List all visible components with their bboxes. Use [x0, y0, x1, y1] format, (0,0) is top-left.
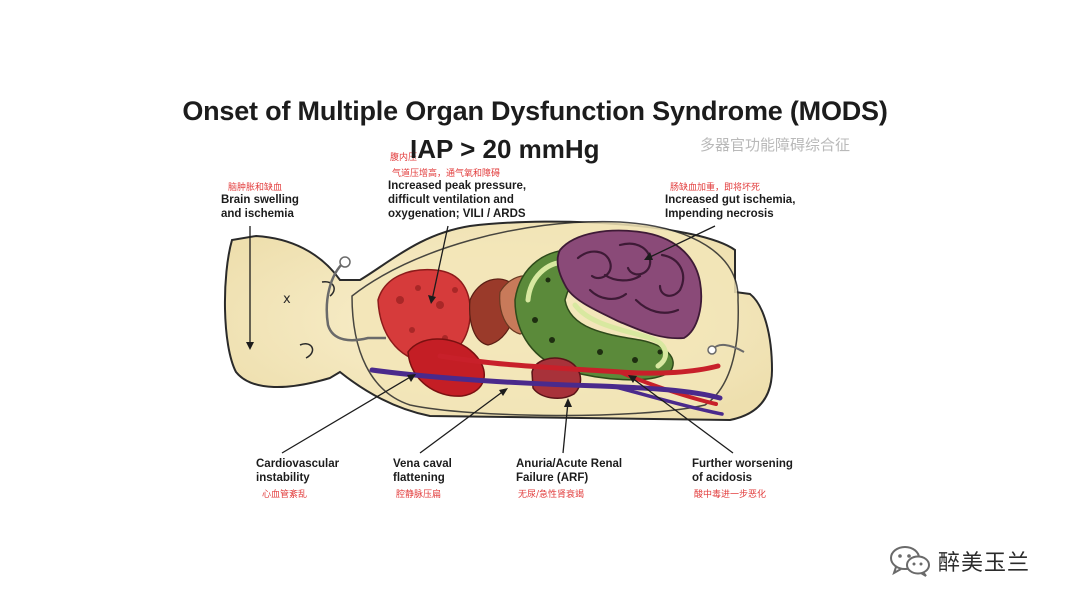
- vena-label-cn: 腔静脉压扁: [396, 490, 442, 500]
- nose: [321, 281, 335, 297]
- vena-cava-branch: [610, 384, 724, 416]
- colon-spots: [532, 277, 663, 363]
- subtitle-cn: 腹内压: [390, 153, 418, 163]
- ear: [299, 343, 314, 359]
- aorta: [437, 353, 721, 376]
- brain-label-cn: 脑肿胀和缺血: [228, 183, 283, 193]
- brand-name: 醉美玉兰: [938, 551, 1031, 576]
- cardio-label-cn: 心血管紊乱: [262, 490, 308, 500]
- gut-label-cn: 肠缺血加重，即将坏死: [670, 183, 761, 193]
- renal-label: Anuria/Acute Renal Failure (ARF): [516, 458, 623, 484]
- title-cn: 多器官功能障碍综合征: [700, 136, 851, 154]
- eye-mark: x: [283, 292, 291, 307]
- small-intestine: [556, 229, 703, 340]
- breathing-tube: [325, 261, 386, 342]
- wechat-icon: [890, 546, 930, 577]
- brain-label: Brain swelling and ischemia: [221, 194, 299, 220]
- tube-cap: [339, 256, 351, 268]
- kidney: [531, 357, 582, 400]
- acidosis-label-cn: 酸中毒进一步恶化: [694, 490, 767, 500]
- pointer-lines: [249, 225, 734, 454]
- diagram-subtitle: IAP > 20 mmHg: [410, 134, 600, 164]
- arrowheads: [246, 252, 653, 407]
- lung-spots: [396, 285, 458, 341]
- renal-label-cn: 无尿/急性肾衰竭: [518, 490, 585, 500]
- gut-label: Increased gut ischemia, Impending necros…: [665, 194, 796, 220]
- catheter-end: [707, 345, 717, 355]
- lung-label-cn: 气道压增高，通气氧和障碍: [392, 169, 501, 179]
- vena-cava: [369, 367, 723, 401]
- acidosis-label: Further worsening of acidosis: [692, 458, 793, 484]
- cardio-label: Cardiovascular instability: [256, 458, 340, 484]
- intestine-loops: [576, 242, 685, 314]
- lung-label: Increased peak pressure, difficult venti…: [388, 180, 527, 220]
- vena-label: Vena caval flattening: [393, 458, 452, 484]
- brand-watermark: 醉美玉兰: [888, 541, 1030, 581]
- diagram-title: Onset of Multiple Organ Dysfunction Synd…: [182, 96, 888, 126]
